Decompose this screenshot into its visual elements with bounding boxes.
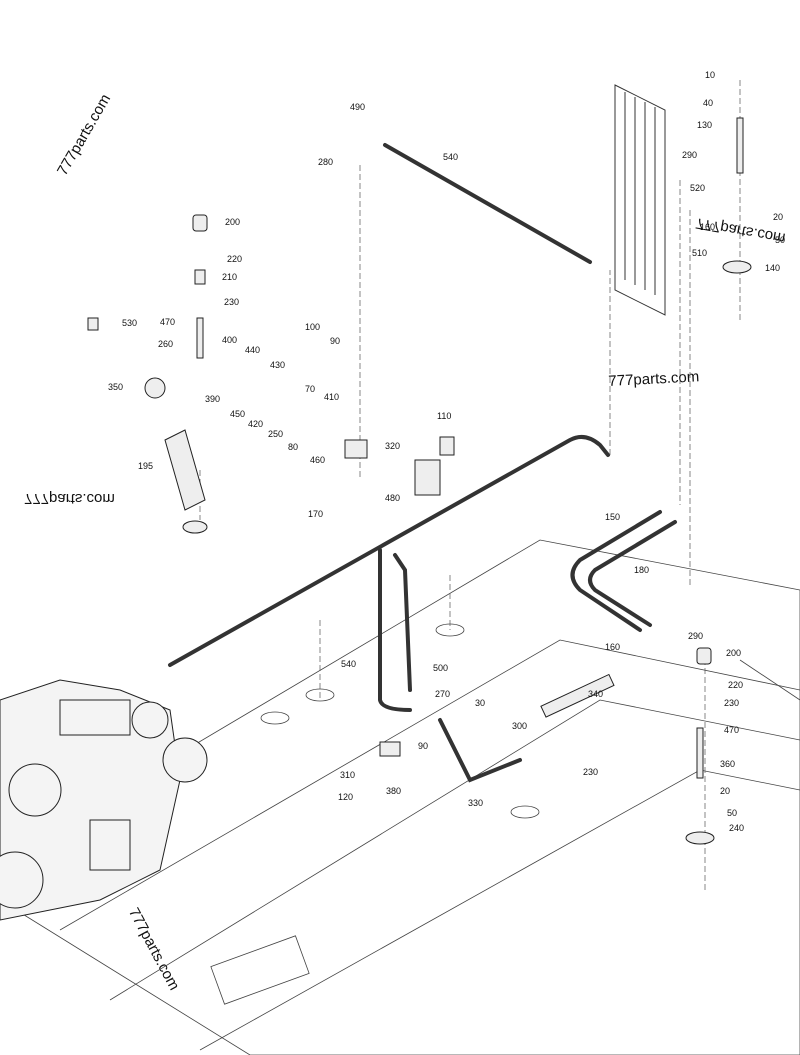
callout-label: 420: [248, 419, 263, 429]
callout-label: 480: [385, 493, 400, 503]
callout-label: 130: [697, 120, 712, 130]
callout-label: 100: [305, 322, 320, 332]
callout-label: 140: [765, 263, 780, 273]
callout-label: 50: [775, 235, 785, 245]
callout-label: 10: [705, 70, 715, 80]
callout-label: 430: [270, 360, 285, 370]
callout-label: 195: [138, 461, 153, 471]
callout-label: 460: [310, 455, 325, 465]
callout-label: 290: [688, 631, 703, 641]
callout-label: 530: [122, 318, 137, 328]
callout-label: 70: [305, 384, 315, 394]
callout-label: 200: [225, 217, 240, 227]
callout-label: 380: [386, 786, 401, 796]
callout-label: 30: [475, 698, 485, 708]
engine-assembly: [0, 679, 208, 921]
callout-label: 230: [583, 767, 598, 777]
callout-label: 220: [227, 254, 242, 264]
callout-label: 360: [720, 759, 735, 769]
callout-label: 340: [588, 689, 603, 699]
hose-lines: [168, 143, 677, 783]
callout-label: 160: [605, 642, 620, 652]
callout-label: 200: [726, 648, 741, 658]
callout-label: 400: [222, 335, 237, 345]
callout-label: 90: [418, 741, 428, 751]
callout-label: 270: [435, 689, 450, 699]
callout-label: 490: [350, 102, 365, 112]
callout-label: 230: [224, 297, 239, 307]
small-parts: [87, 117, 752, 845]
callout-label: 250: [268, 429, 283, 439]
callout-label: 150: [605, 512, 620, 522]
callout-label: 500: [433, 663, 448, 673]
frame-chassis: [0, 539, 800, 1055]
callout-label: 390: [205, 394, 220, 404]
callout-label: 20: [720, 786, 730, 796]
callout-label: 350: [108, 382, 123, 392]
callout-label: 90: [330, 336, 340, 346]
callout-label: 220: [728, 680, 743, 690]
callout-label: 260: [158, 339, 173, 349]
callout-label: 520: [690, 183, 705, 193]
callout-label: 280: [318, 157, 333, 167]
callout-label: 240: [729, 823, 744, 833]
callout-label: 540: [443, 152, 458, 162]
callout-label: 450: [230, 409, 245, 419]
radiator-screen: [614, 84, 666, 316]
callout-label: 330: [468, 798, 483, 808]
callout-label: 210: [222, 272, 237, 282]
callout-label: 470: [724, 725, 739, 735]
callout-labels: 10 40 130 490 540 280 290 520 20 160 50 510 140 200 22…: [108, 70, 785, 833]
callout-label: 160: [700, 222, 715, 232]
callout-label: 170: [308, 509, 323, 519]
callout-label: 110: [437, 411, 451, 421]
callout-label: 50: [727, 808, 737, 818]
callout-label: 300: [512, 721, 527, 731]
callout-label: 230: [724, 698, 739, 708]
callout-label: 510: [692, 248, 707, 258]
callout-label: 120: [338, 792, 353, 802]
callout-label: 410: [324, 392, 339, 402]
callout-label: 310: [340, 770, 355, 780]
callout-label: 180: [634, 565, 649, 575]
callout-label: 290: [682, 150, 697, 160]
callout-label: 20: [773, 212, 783, 222]
callout-label: 440: [245, 345, 260, 355]
callout-label: 540: [341, 659, 356, 669]
callout-label: 40: [703, 98, 713, 108]
callout-label: 80: [288, 442, 298, 452]
callout-label: 470: [160, 317, 175, 327]
callout-label: 320: [385, 441, 400, 451]
